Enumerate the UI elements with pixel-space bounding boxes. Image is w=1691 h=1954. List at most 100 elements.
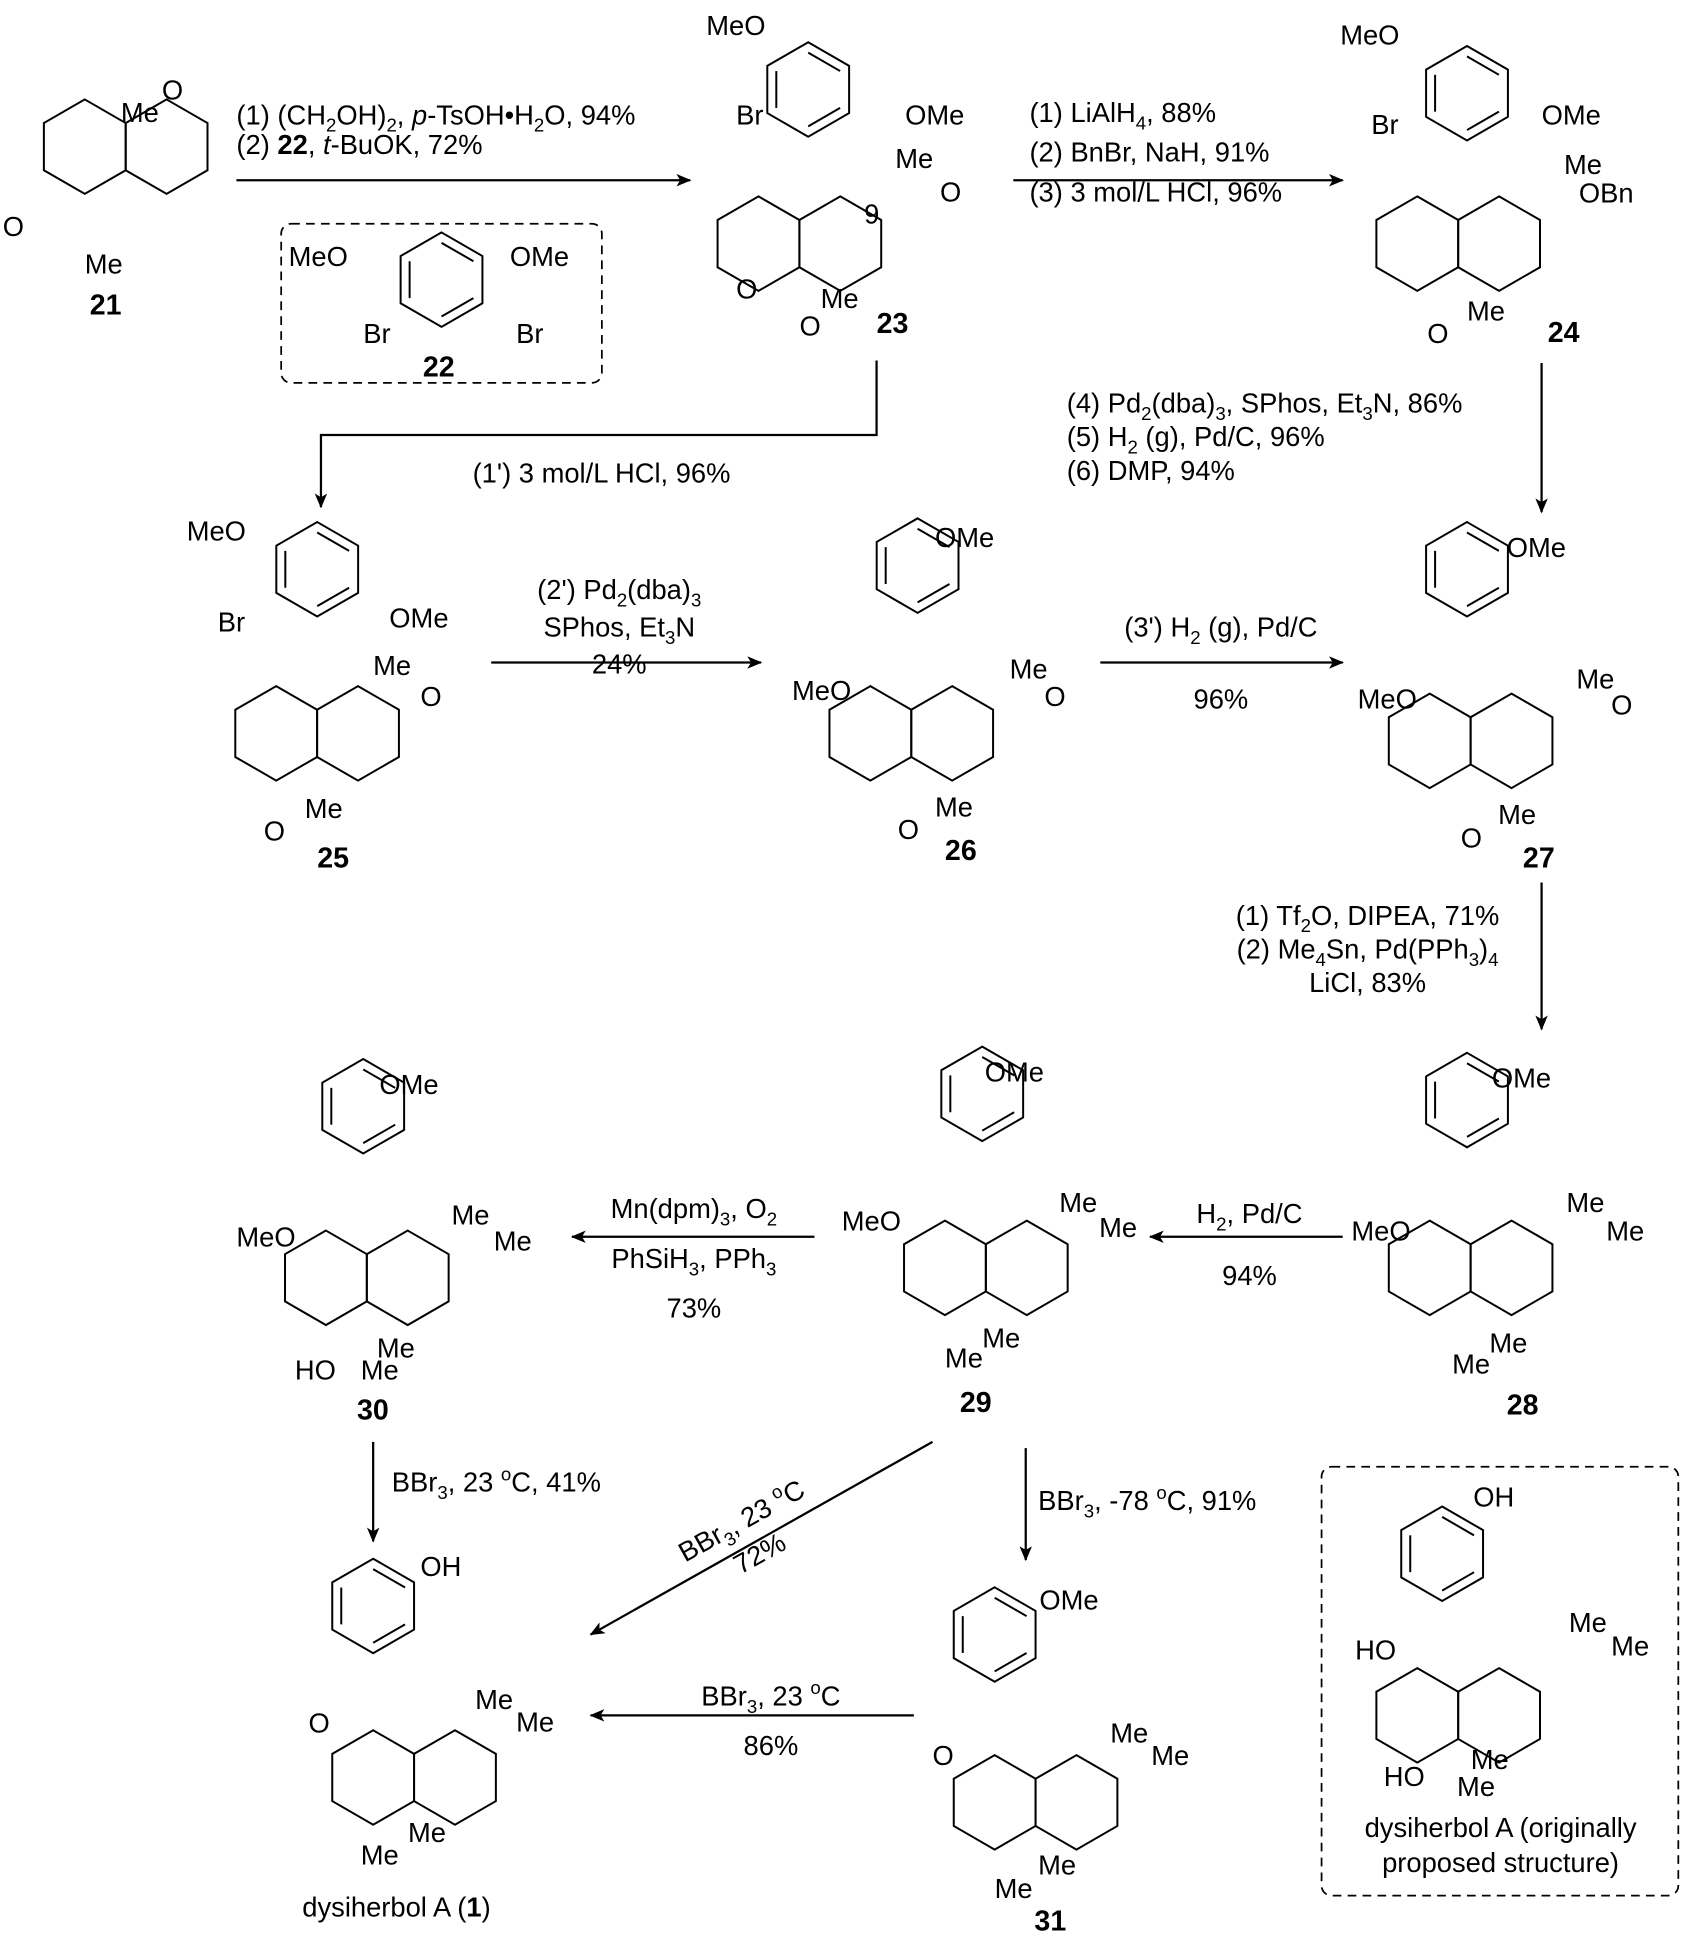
aromatic-double-bond	[807, 107, 841, 128]
atom-label: MeO	[842, 1206, 901, 1237]
condition-line: 73%	[667, 1293, 722, 1324]
atom-label: Me	[1576, 664, 1614, 695]
atom-label: MeO	[706, 10, 765, 41]
aromatic-double-bond	[981, 1111, 1015, 1132]
atom-label: Me	[1564, 149, 1602, 180]
aliphatic-ring	[413, 1729, 497, 1826]
atom-label: Me	[995, 1873, 1033, 1904]
conditions-25-26: (2') Pd2​(dba)3​SPhos, Et3​N24%	[537, 574, 701, 680]
atom-label: Me	[1498, 799, 1536, 830]
atom-label: O	[162, 74, 183, 105]
atom-label: OMe	[1542, 99, 1601, 130]
aromatic-double-bond	[316, 586, 350, 607]
atom-label: Me	[361, 1840, 399, 1871]
compound-21: O Me O Me 21	[3, 74, 183, 321]
compound-27: OMe MeO Me O O Me 27	[1358, 532, 1633, 875]
aromatic-double-bond	[1441, 1571, 1475, 1592]
compound-30: OMe MeO Me Me HO Me Me 30	[236, 1069, 531, 1427]
atom-label: Me	[1110, 1718, 1148, 1749]
atom-label: O	[940, 176, 961, 207]
atom-label: MeO	[1340, 20, 1399, 51]
compound-number: 25	[317, 843, 349, 875]
condition-line: BBr3​, -78 o​C, 91%	[1038, 1482, 1256, 1522]
compound-23: MeO Br OMe Me 9 O O O Me 23	[706, 10, 964, 342]
atom-label: Me	[1059, 1187, 1097, 1218]
atom-label: Me	[373, 650, 411, 681]
atom-label: Me	[1569, 1607, 1607, 1638]
aliphatic-ring	[234, 684, 319, 782]
conditions-26-27: (3') H2​ (g), Pd/C96%	[1124, 611, 1317, 714]
atom-label: Br	[1371, 109, 1398, 140]
aromatic-ring	[1400, 1505, 1485, 1603]
atom-label: Me	[1452, 1349, 1490, 1380]
atom-label: OMe	[905, 99, 964, 130]
conditions-23-24: (1) LiAlH4​, 88%(2) BnBr, NaH, 91%(3) 3 …	[1029, 97, 1282, 208]
conditions-31-1: BBr3​, 23 o​C86%	[701, 1677, 840, 1761]
atom-label: MeO	[1358, 684, 1417, 715]
reaction-arrows	[236, 174, 1548, 1722]
condition-line: BBr3​, 23 o​C, 41%	[392, 1463, 601, 1503]
atom-label: Me	[821, 283, 859, 314]
aromatic-ring	[940, 1045, 1025, 1143]
aliphatic-ring	[284, 1229, 368, 1327]
atom-label: Me	[516, 1707, 554, 1738]
condition-line: 24%	[592, 649, 647, 680]
condition-line: (5) H2​ (g), Pd/C, 96%	[1067, 421, 1325, 457]
proposed-structure-box	[1320, 1465, 1680, 1897]
condition-line: 86%	[744, 1730, 799, 1761]
atom-label: OMe	[389, 603, 448, 634]
condition-line: 94%	[1222, 1260, 1277, 1291]
aliphatic-ring	[365, 1229, 450, 1327]
aliphatic-ring	[316, 684, 400, 782]
compound-24: MeO Br OMe Me OBn O Me 24	[1340, 20, 1633, 349]
condition-line: 96%	[1194, 684, 1249, 715]
arrow-23-to-25	[314, 360, 878, 509]
condition-line: (2) Me4​Sn, Pd(PPh3​)4​	[1237, 933, 1499, 969]
atom-label: MeO	[792, 675, 851, 706]
aromatic-double-bond	[1466, 586, 1500, 607]
atom-label: Me	[1489, 1327, 1527, 1358]
condition-line: Mn(dpm)3​, O2​	[611, 1193, 778, 1229]
aromatic-double-bond	[372, 1568, 406, 1589]
atom-label: Br	[363, 318, 390, 349]
aromatic-double-bond	[441, 297, 474, 318]
condition-line: LiCl, 83%	[1309, 967, 1426, 998]
aromatic-double-bond	[1466, 531, 1500, 552]
atom-label: Br	[736, 99, 763, 130]
atom-label: O	[1461, 823, 1482, 854]
compound-number: 23	[877, 308, 909, 340]
atom-label: OMe	[510, 241, 569, 272]
atom-label: O	[309, 1708, 330, 1739]
proposed-caption-line: dysiherbol A (originally	[1365, 1812, 1637, 1843]
compound-28: OMe MeO Me Me Me Me 28	[1351, 1063, 1644, 1422]
atom-label: Me	[1467, 296, 1505, 327]
aliphatic-ring	[1469, 1219, 1554, 1317]
atom-label: OBn	[1579, 178, 1634, 209]
aliphatic-ring	[1469, 692, 1554, 790]
aliphatic-ring	[331, 1729, 416, 1826]
atom-label: OMe	[1507, 532, 1566, 563]
aromatic-ring	[1425, 1051, 1509, 1149]
conditions-23-25: (1') 3 mol/L HCl, 96%	[473, 457, 731, 488]
atom-label: Me	[121, 97, 159, 128]
compound-1-dysiherbol-a: OH O Me Me Me Me dysiherbol A (1)	[302, 1551, 554, 1923]
aromatic-ring	[1425, 520, 1509, 618]
atom-label: Me	[982, 1322, 1020, 1353]
atom-label: 9	[864, 199, 879, 230]
conditions-29-30: Mn(dpm)3​, O2​PhSiH3​, PPh3​73%	[611, 1193, 778, 1323]
aromatic-double-bond	[362, 1123, 396, 1144]
aliphatic-ring	[1457, 195, 1541, 293]
atom-label: OH	[420, 1551, 461, 1582]
atom-label: Me	[895, 143, 933, 174]
aromatic-double-bond	[917, 527, 950, 549]
atom-label: HO	[1384, 1761, 1425, 1792]
compound-29: OMe MeO Me Me Me Me 29	[842, 1056, 1137, 1419]
aliphatic-ring	[984, 1219, 1069, 1317]
compound-number: 21	[90, 289, 122, 321]
reagent-22-box	[280, 222, 603, 384]
atom-label: Me	[945, 1342, 983, 1373]
aromatic-ring	[952, 1586, 1037, 1683]
condition-line: (2') Pd2​(dba)3​	[537, 574, 701, 610]
atom-label: MeO	[1351, 1216, 1410, 1247]
